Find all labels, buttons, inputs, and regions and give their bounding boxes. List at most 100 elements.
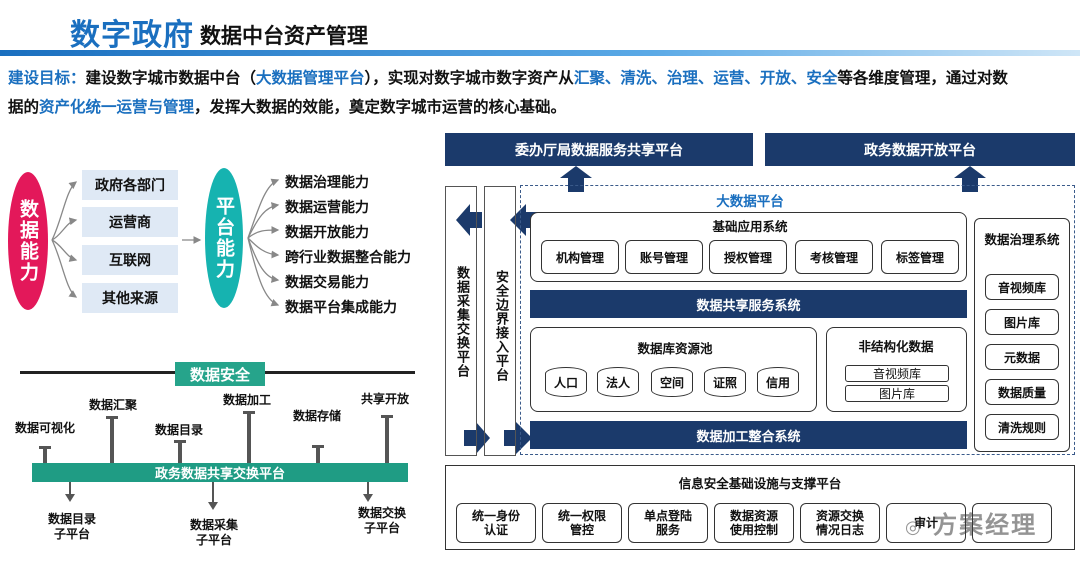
base-item: 授权管理 [709,240,787,274]
govern-item: 数据质量 [985,379,1059,405]
bottom-item: 数据目录子平台 [40,512,104,542]
infra-item: 数据资源使用控制 [714,503,794,543]
infra-item: 单点登陆服务 [628,503,708,543]
db-cylinder: 空间 [651,367,693,397]
source-item: 运营商 [82,207,178,237]
border-platform-frame [484,186,516,456]
top-item: 数据加工 [222,393,271,407]
bottom-item-line2: 子平台 [363,521,400,535]
platform-ability-oval: 平台能力 [205,168,243,308]
capability-item: 数据平台集成能力 [285,300,397,316]
bottom-item-line2: 子平台 [53,527,90,541]
bottom-item: 数据交换子平台 [350,506,414,536]
base-item: 标签管理 [881,240,959,274]
goal-b3: 资产化统一运营与管理 [39,98,195,116]
base-item: 考核管理 [795,240,873,274]
tick-cap [106,416,118,419]
top-item: 数据存储 [292,409,341,423]
tick [385,416,389,463]
watermark: ◎ 方案经理 [905,505,1037,540]
goal-text: 建设目标：建设数字城市数据中台（大数据管理平台），实现对数字城市数字资产从汇聚、… [8,64,1076,122]
process-bar: 数据加工整合系统 [530,421,967,449]
goal-b2: 汇聚、清洗、治理、运营、开放、安全 [573,69,838,87]
goal-t3: 等各维度管理，通过对数 [837,69,1008,87]
bottom-item-line1: 数据采集 [189,518,238,532]
db-pool-title: 数据库资源池 [637,341,713,356]
infra-item-blank [972,503,1052,543]
govern-title: 数据治理系统 [984,232,1060,247]
tick [43,447,47,463]
title-highlight: 数字政府 [70,18,194,53]
top-item: 共享开放 [360,392,409,406]
db-cylinder: 信用 [757,367,799,397]
capability-item: 数据交易能力 [285,275,369,291]
exchange-platform-bar: 政务数据共享交换平台 [32,463,408,482]
db-cylinder: 人口 [545,367,587,397]
title-rest: 数据中台资产管理 [200,24,368,48]
source-item: 其他来源 [82,283,178,313]
govern-item: 元数据 [985,344,1059,370]
tick [110,417,114,463]
tick [316,446,320,463]
unstruct-title: 非结构化数据 [858,339,934,354]
capability-item: 跨行业数据整合能力 [285,250,411,266]
data-ability-oval: 数据能力 [8,172,48,310]
top-item: 数据汇聚 [88,398,137,412]
unstruct-item: 图片库 [845,385,949,402]
infra-item: 统一权限管控 [542,503,622,543]
capability-item: 数据治理能力 [285,175,369,191]
wechat-icon: ◎ [905,517,923,538]
govern-frame [974,218,1070,452]
collect-platform-frame [445,186,477,456]
border-platform-label: 安全边界接入平台 [493,270,508,382]
goal-t5: ，发挥大数据的效能，奠定数字城市运营的核心基础。 [194,98,567,116]
db-cylinder: 法人 [597,367,639,397]
watermark-text: 方案经理 [933,511,1038,539]
security-label: 数据安全 [175,362,265,386]
base-app-title: 基础应用系统 [712,219,788,234]
tick-cap [243,411,255,414]
tick [178,441,182,463]
top-item: 数据可视化 [14,421,75,435]
infra-item: 审计 [886,503,966,543]
tick-cap [39,446,51,449]
govern-item: 图片库 [985,309,1059,335]
capability-item: 数据开放能力 [285,225,369,241]
db-cylinder: 证照 [704,367,746,397]
title-underline [0,50,1080,56]
share-service-bar: 数据共享服务系统 [530,290,967,318]
infra-title: 信息安全基础设施与支撑平台 [678,476,842,491]
goal-t4: 据的 [8,98,40,116]
govern-item: 音视频库 [985,274,1059,300]
source-item: 政府各部门 [82,170,178,200]
unstruct-item: 音视频库 [845,365,949,382]
base-item: 账号管理 [625,240,703,274]
goal-b1: 大数据管理平台 [256,69,365,87]
bottom-item-line2: 子平台 [195,533,232,547]
top-right-platform: 政务数据开放平台 [765,133,1075,166]
tick [247,412,251,463]
tick-cap [312,445,324,448]
collect-platform-label: 数据采集交换平台 [454,266,469,378]
bottom-item: 数据采集子平台 [182,518,246,548]
tick-cap [381,415,393,418]
tick-cap [174,440,186,443]
goal-t2: ），实现对数字城市数字资产从 [364,69,574,87]
big-data-frame [520,185,1075,455]
top-left-platform: 委办厅局数据服务共享平台 [445,133,753,166]
infra-frame [445,465,1075,550]
bottom-item-line1: 数据交换 [357,506,406,520]
infra-item: 资源交换情况日志 [800,503,880,543]
capability-item: 数据运营能力 [285,200,369,216]
down-arrows [65,482,373,510]
ability-arrows [51,178,280,307]
top-item: 数据目录 [154,423,203,437]
govern-item: 清洗规则 [985,414,1059,440]
big-data-title: 大数据平台 [716,194,784,210]
infra-item: 统一身份认证 [456,503,536,543]
goal-t1: 建设数字城市数据中台（ [85,69,257,87]
bottom-item-line1: 数据目录 [47,512,96,526]
base-item: 机构管理 [541,240,619,274]
goal-label: 建设目标： [8,69,86,87]
source-item: 互联网 [82,245,178,275]
